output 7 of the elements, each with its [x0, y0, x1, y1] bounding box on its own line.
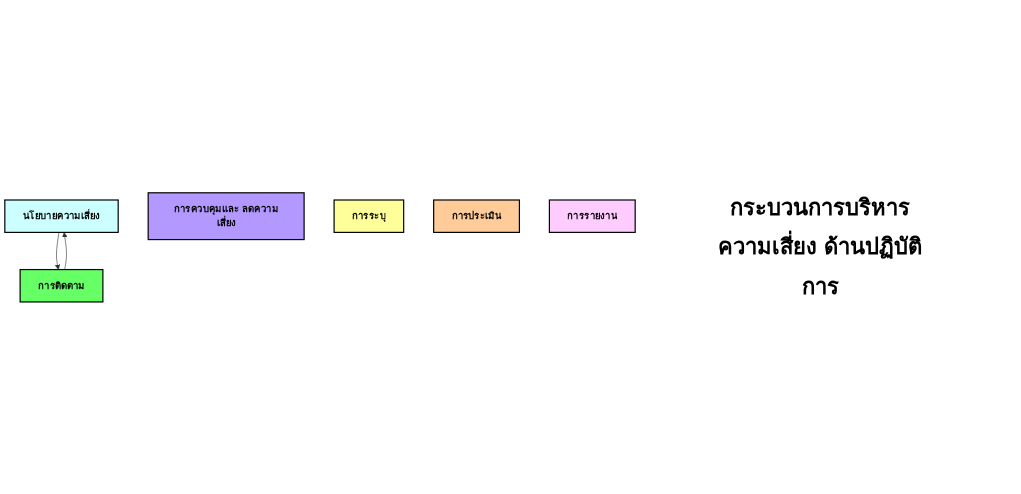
- center-label: กระบวนการบริหาร ความเสี่ยง ด้านปฏิบัติการ: [716, 193, 924, 301]
- node-box: การติดตาม: [19, 268, 104, 303]
- node-box: นโยบายความเสี่ยง: [4, 199, 119, 233]
- node-box: การควบคุมและ ลดความเสี่ยง: [147, 191, 305, 240]
- node-box: การรายงาน: [548, 199, 636, 233]
- node-box: การระบุ: [333, 199, 405, 233]
- node-box: การประเมิน: [433, 199, 520, 233]
